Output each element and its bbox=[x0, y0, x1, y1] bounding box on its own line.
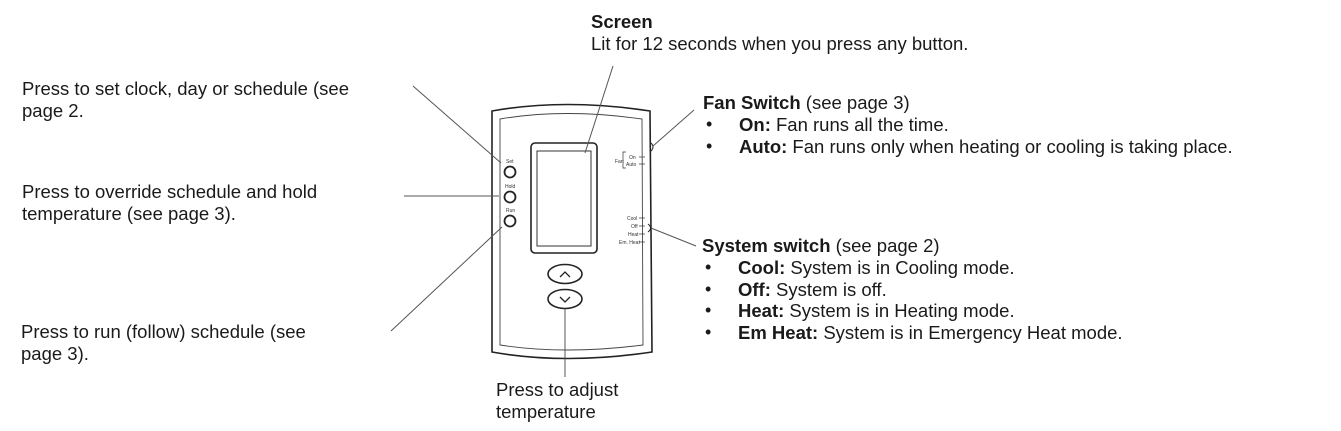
sys-pos-cool: Cool bbox=[627, 216, 637, 222]
leader-set bbox=[412, 85, 502, 164]
fan-switch-callout: Fan Switch (see page 3) On: Fan runs all… bbox=[703, 92, 1233, 157]
fan-item-label: Auto: bbox=[739, 135, 788, 157]
hold-button-callout: Press to override schedule and hold temp… bbox=[22, 181, 317, 225]
leader-run bbox=[390, 226, 503, 332]
set-button[interactable] bbox=[503, 165, 517, 179]
fan-item-text: Fan runs only when heating or cooling is… bbox=[787, 135, 1233, 157]
system-item-text: System is off. bbox=[770, 278, 887, 300]
system-switch-ref: (see page 2) bbox=[830, 235, 940, 256]
set-button-label: Set bbox=[506, 159, 514, 165]
screen-title: Screen bbox=[591, 11, 653, 32]
list-item: Off: System is off. bbox=[702, 279, 1123, 301]
system-item-text: System is in Cooling mode. bbox=[785, 257, 1015, 278]
fan-pos-on: On bbox=[629, 155, 636, 161]
adjust-callout-line2: temperature bbox=[496, 401, 596, 422]
set-callout-line1: Press to set clock, day or schedule (see bbox=[22, 78, 349, 99]
system-switch-list: Cool: System is in Cooling mode. Off: Sy… bbox=[702, 257, 1123, 343]
fan-switch-title: Fan Switch bbox=[703, 92, 801, 113]
fan-item-text: Fan runs all the time. bbox=[770, 114, 949, 135]
list-item: Cool: System is in Cooling mode. bbox=[702, 257, 1123, 279]
hold-callout-line1: Press to override schedule and hold bbox=[22, 181, 318, 202]
system-item-text: System is in Emergency Heat mode. bbox=[818, 321, 1123, 343]
run-button-callout: Press to run (follow) schedule (see page… bbox=[21, 321, 306, 365]
adjust-callout-line1: Press to adjust bbox=[496, 379, 619, 400]
fan-switch-bracket bbox=[622, 151, 626, 169]
run-button-label: Run bbox=[506, 208, 515, 214]
hold-button-label: Hold bbox=[505, 184, 516, 190]
fan-switch-lever[interactable] bbox=[650, 142, 654, 152]
system-switch-title: System switch bbox=[702, 235, 831, 256]
run-callout-line2: page 3). bbox=[21, 343, 89, 364]
system-switch-lever[interactable] bbox=[647, 223, 651, 233]
fan-pos-fan: Fan bbox=[615, 159, 624, 165]
device-bezel bbox=[499, 113, 644, 351]
device-screen bbox=[530, 142, 598, 254]
list-item: Em Heat: System is in Emergency Heat mod… bbox=[702, 322, 1123, 344]
system-item-label: Off: bbox=[738, 278, 771, 300]
system-item-text: System is in Heating mode. bbox=[784, 300, 1015, 321]
sys-pos-off: Off bbox=[631, 224, 638, 230]
run-button[interactable] bbox=[503, 214, 517, 228]
sys-pos-heat: Heat bbox=[628, 232, 639, 238]
set-button-callout: Press to set clock, day or schedule (see… bbox=[22, 78, 349, 122]
leader-screen bbox=[584, 65, 614, 154]
temp-up-button[interactable] bbox=[547, 263, 583, 285]
leader-fan bbox=[652, 109, 695, 147]
hold-callout-line2: temperature (see page 3). bbox=[22, 203, 236, 224]
system-switch-callout: System switch (see page 2) Cool: System … bbox=[702, 235, 1123, 343]
system-item-label: Em Heat: bbox=[738, 321, 819, 343]
device-screen-inner bbox=[536, 150, 592, 247]
system-item-label: Heat: bbox=[738, 300, 785, 321]
screen-callout: Screen Lit for 12 seconds when you press… bbox=[591, 11, 968, 55]
adjust-callout: Press to adjust temperature bbox=[496, 379, 618, 423]
leader-system bbox=[650, 227, 697, 247]
screen-description: Lit for 12 seconds when you press any bu… bbox=[591, 33, 969, 54]
sys-pos-emheat: Em. Heat bbox=[619, 240, 640, 246]
system-switch-heading: System switch (see page 2) bbox=[702, 235, 1123, 257]
temp-down-button[interactable] bbox=[547, 288, 583, 310]
chevron-up-icon bbox=[559, 271, 571, 278]
chevron-down-icon bbox=[559, 296, 571, 303]
run-callout-line1: Press to run (follow) schedule (see bbox=[21, 321, 306, 342]
list-item: On: Fan runs all the time. bbox=[703, 114, 1233, 136]
fan-item-label: On: bbox=[739, 114, 771, 135]
fan-switch-ref: (see page 3) bbox=[800, 92, 910, 113]
list-item: Heat: System is in Heating mode. bbox=[702, 300, 1123, 322]
set-callout-line2: page 2. bbox=[22, 100, 84, 121]
system-item-label: Cool: bbox=[738, 257, 786, 278]
fan-switch-list: On: Fan runs all the time. Auto: Fan run… bbox=[703, 114, 1233, 157]
fan-switch-heading: Fan Switch (see page 3) bbox=[703, 92, 1233, 114]
fan-pos-auto: Auto bbox=[626, 162, 637, 168]
list-item: Auto: Fan runs only when heating or cool… bbox=[703, 136, 1233, 158]
hold-button[interactable] bbox=[503, 190, 517, 204]
